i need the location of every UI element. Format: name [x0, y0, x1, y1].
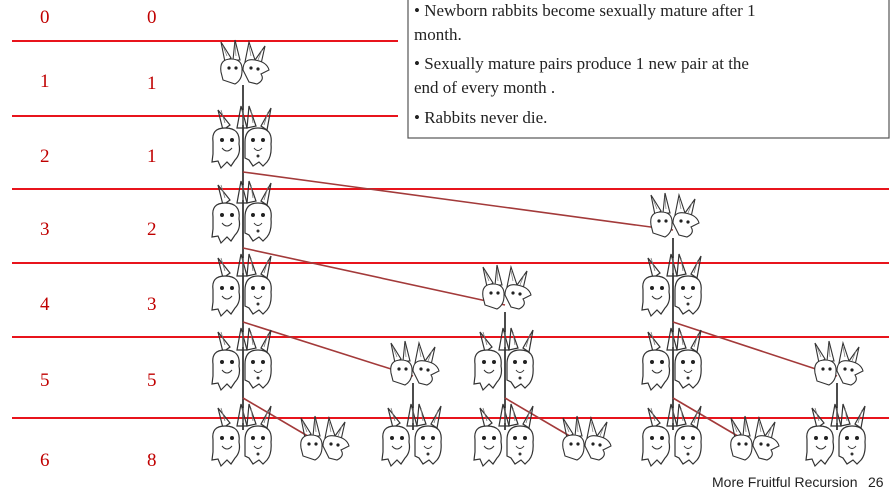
page-number: 26	[868, 474, 884, 490]
month-4: 4	[40, 294, 50, 315]
baby-pair-icon	[483, 265, 531, 309]
pairs-0: 0	[147, 7, 157, 28]
mature-pair-icon	[382, 404, 441, 466]
mature-pair-icon	[474, 404, 533, 466]
month-0: 0	[40, 7, 50, 28]
baby-pair-icon	[563, 416, 611, 460]
rule-3-line-1: • Rabbits never die.	[414, 108, 547, 127]
mature-pair-icon	[642, 404, 701, 466]
month-2: 2	[40, 146, 50, 167]
rule-1-line-1: • Newborn rabbits become sexually mature…	[414, 1, 756, 20]
month-1: 1	[40, 71, 50, 92]
pairs-5: 5	[147, 370, 157, 391]
pairs-1: 1	[147, 73, 157, 94]
rule-2-line-2: end of every month .	[414, 78, 555, 97]
pairs-4: 3	[147, 294, 157, 315]
pairs-3: 2	[147, 219, 157, 240]
footer-title: More Fruitful Recursion	[712, 474, 858, 490]
baby-pair-icon	[731, 416, 779, 460]
mature-pair-icon	[212, 404, 271, 466]
rule-1-line-2: month.	[414, 25, 462, 44]
pairs-6: 8	[147, 450, 157, 471]
pairs-2: 1	[147, 146, 157, 167]
spawn-lines	[243, 172, 837, 445]
baby-pair-icon	[651, 193, 699, 237]
baby-pair-icon	[815, 341, 863, 385]
mature-pair-icon	[212, 181, 271, 243]
baby-pair-icon	[391, 341, 439, 385]
baby-pair-icon	[301, 416, 349, 460]
month-5: 5	[40, 370, 50, 391]
month-3: 3	[40, 219, 50, 240]
month-6: 6	[40, 450, 50, 471]
mature-pair-icon	[806, 404, 865, 466]
baby-pair-icon	[221, 40, 269, 84]
rule-2-line-1: • Sexually mature pairs produce 1 new pa…	[414, 54, 749, 73]
